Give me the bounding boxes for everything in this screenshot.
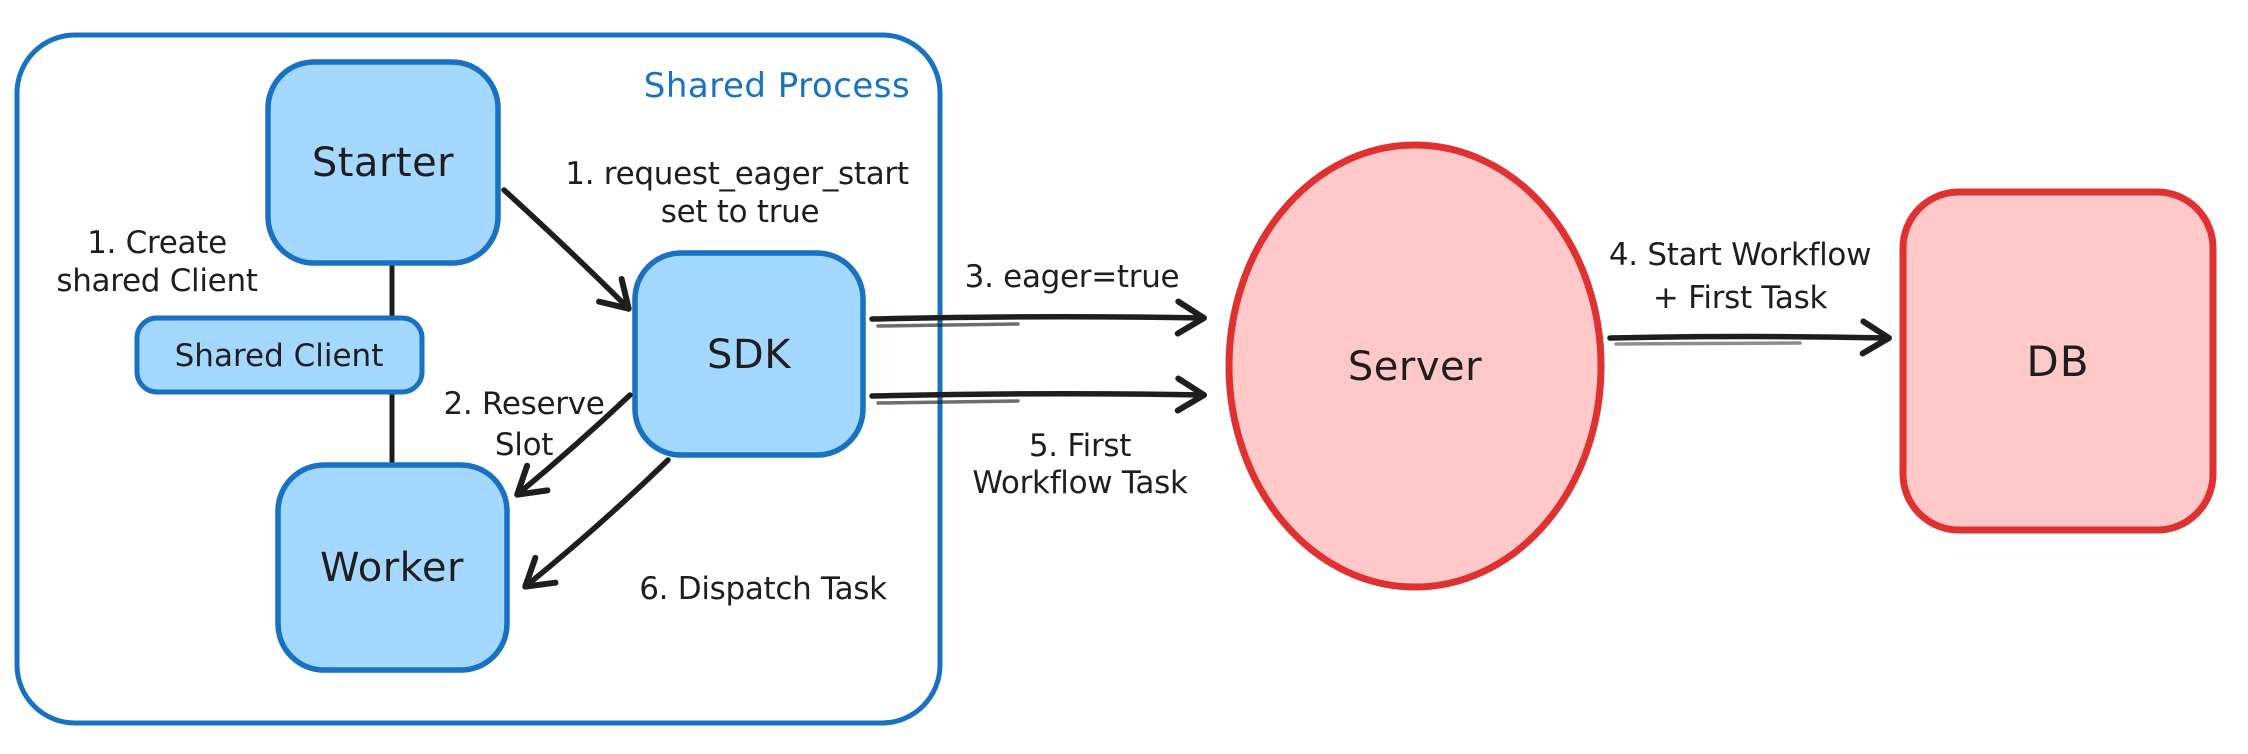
annotation-create-shared-client-line1: 1. Create [87,225,227,261]
starter-node [265,59,501,266]
annotation-create-shared-client-line2: shared Client [56,263,257,299]
sdk-label: SDK [707,332,792,378]
arrows-layer [501,187,1892,590]
shared-client-label: Shared Client [175,338,384,374]
server-node [1225,141,1605,591]
worker-label: Worker [320,545,464,591]
annotation-request-eager-start-line2: set to true [661,194,820,230]
arrow-sdk-to-worker-reserve-slot [514,392,633,498]
sdk-node [632,250,866,458]
starter-label: Starter [312,140,454,186]
annotation-reserve-slot-line2: Slot [495,427,553,463]
worker-node [275,462,510,673]
annotation-reserve-slot-line1: 2. Reserve [443,386,604,422]
annotation-first-workflow-task-line1: 5. First [1029,428,1131,464]
annotation-first-workflow-task-line2: Workflow Task [972,465,1188,501]
sketch-stroke-accent [1614,341,1802,346]
labels-layer: Starter Shared Client Worker SDK Server … [56,140,2089,607]
annotation-eager-true: 3. eager=true [965,259,1180,295]
arrow-sdk-to-server-first-workflow-task [869,375,1207,414]
arrow-server-to-db [1607,318,1892,357]
shared-client-node [134,315,425,395]
sketch-stroke-accent [876,399,1020,405]
db-label: DB [2026,337,2089,386]
annotation-request-eager-start-line1: 1. request_eager_start [565,156,909,192]
shared-process-label: Shared Process [644,66,910,106]
annotation-dispatch-task: 6. Dispatch Task [639,571,887,607]
server-label: Server [1348,344,1482,390]
annotation-start-workflow-line2: + First Task [1653,280,1828,316]
sketch-stroke-accent [876,322,1020,328]
arrow-sdk-to-worker-dispatch-task [522,457,671,590]
annotation-start-workflow-line1: 4. Start Workflow [1609,237,1871,273]
arrow-starter-to-sdk [501,187,632,312]
shared-process-container [14,32,943,726]
db-node [1899,188,2217,534]
arrow-sdk-to-server-eager [869,298,1207,337]
